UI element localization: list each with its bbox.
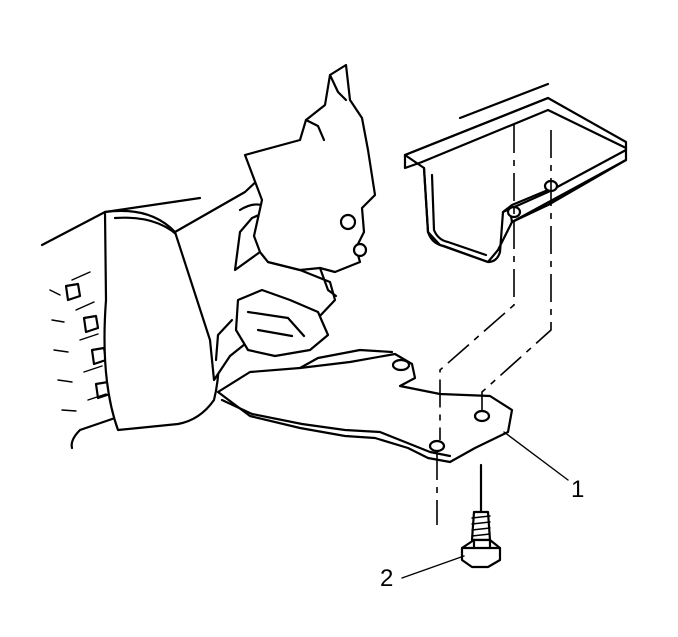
frame-rail xyxy=(403,82,628,264)
alignment-lines xyxy=(436,125,552,525)
leader-line-1 xyxy=(503,431,569,481)
leader-line-2 xyxy=(401,555,465,579)
bolt xyxy=(460,463,502,569)
support-bracket xyxy=(216,348,514,464)
callout-label-1: 1 xyxy=(571,476,585,503)
callout-label-2: 2 xyxy=(380,565,394,592)
transmission-assembly xyxy=(40,63,377,450)
